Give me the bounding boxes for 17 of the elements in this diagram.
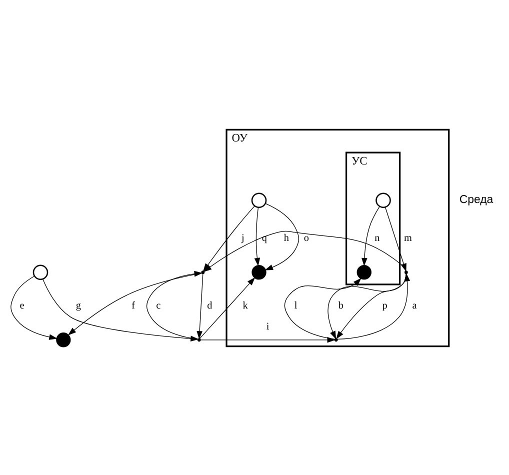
edge-label: j [241,232,244,244]
edge-label: a [412,300,417,312]
edge-label: g [76,300,81,312]
edge-label: c [156,300,161,312]
label: Среда [459,194,494,206]
edge-label: l [294,300,298,312]
edge-label: m [404,232,412,244]
edge-label: o [304,232,310,244]
edge-label: k [242,300,248,312]
edge-label: i [266,321,270,332]
edge-label: f [132,300,136,312]
edge-label: b [338,300,344,312]
edge-label: e [20,300,24,312]
edge-label: p [382,300,388,312]
edge-label: h [284,232,289,244]
edge-label: d [207,300,212,312]
edge-label: n [374,232,380,244]
